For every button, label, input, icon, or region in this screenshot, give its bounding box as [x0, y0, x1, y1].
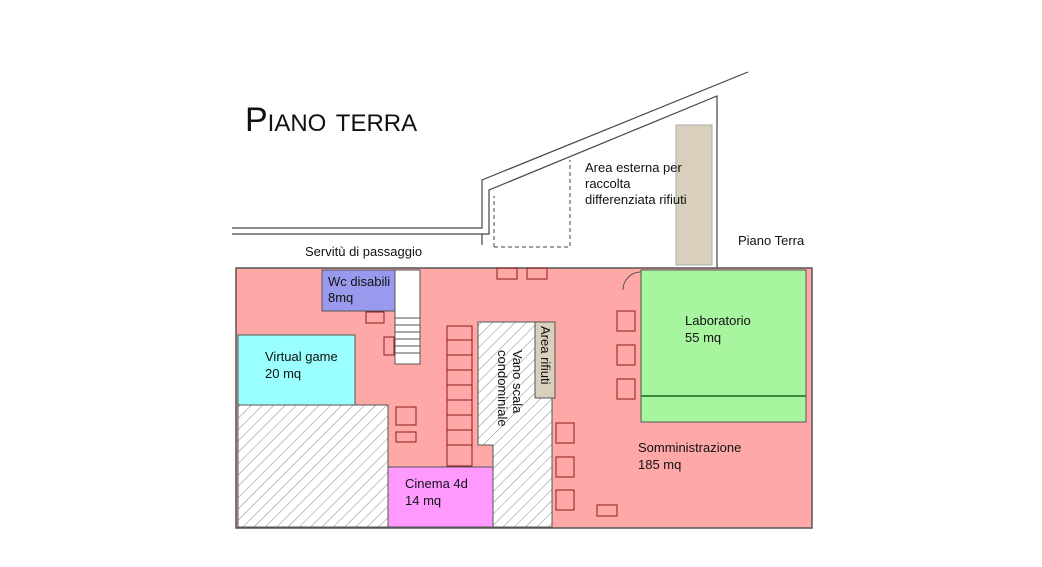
- laboratorio-name: Laboratorio: [685, 313, 751, 328]
- area-esterna-label-2: raccolta: [585, 176, 631, 191]
- wc-name: Wc disabili: [328, 274, 390, 289]
- virtual-area: 20 mq: [265, 366, 301, 381]
- servitu-label: Servitù di passaggio: [305, 244, 422, 259]
- furniture: [365, 267, 636, 517]
- somministrazione-area: 185 mq: [638, 457, 681, 472]
- wc-disabili-room: [321, 269, 396, 312]
- cinema-area: 14 mq: [405, 493, 441, 508]
- vano-name-1: Vano scala: [510, 350, 525, 414]
- somministrazione-name: Somministrazione: [638, 440, 741, 455]
- cinema-name: Cinema 4d: [405, 476, 468, 491]
- area-rifiuti: [534, 321, 556, 399]
- area-esterna-label-1: Area esterna per: [585, 160, 683, 175]
- virtual-game-room: [237, 334, 356, 406]
- stairs: [394, 269, 421, 365]
- piano-terra-label: Piano Terra: [738, 233, 805, 248]
- page-title: Piano terra: [245, 101, 417, 139]
- area-esterna-label-3: differenziata rifiuti: [585, 192, 687, 207]
- hatched-area: [237, 404, 389, 528]
- laboratorio-area: 55 mq: [685, 330, 721, 345]
- laboratorio-room: [640, 269, 807, 423]
- exterior-walls: [232, 71, 749, 268]
- virtual-name: Virtual game: [265, 349, 338, 364]
- wc-area: 8mq: [328, 290, 353, 305]
- vano-name-2: condominiale: [495, 350, 510, 427]
- rifiuti-name: Area rifiuti: [538, 326, 553, 385]
- cinema-room: [387, 466, 494, 528]
